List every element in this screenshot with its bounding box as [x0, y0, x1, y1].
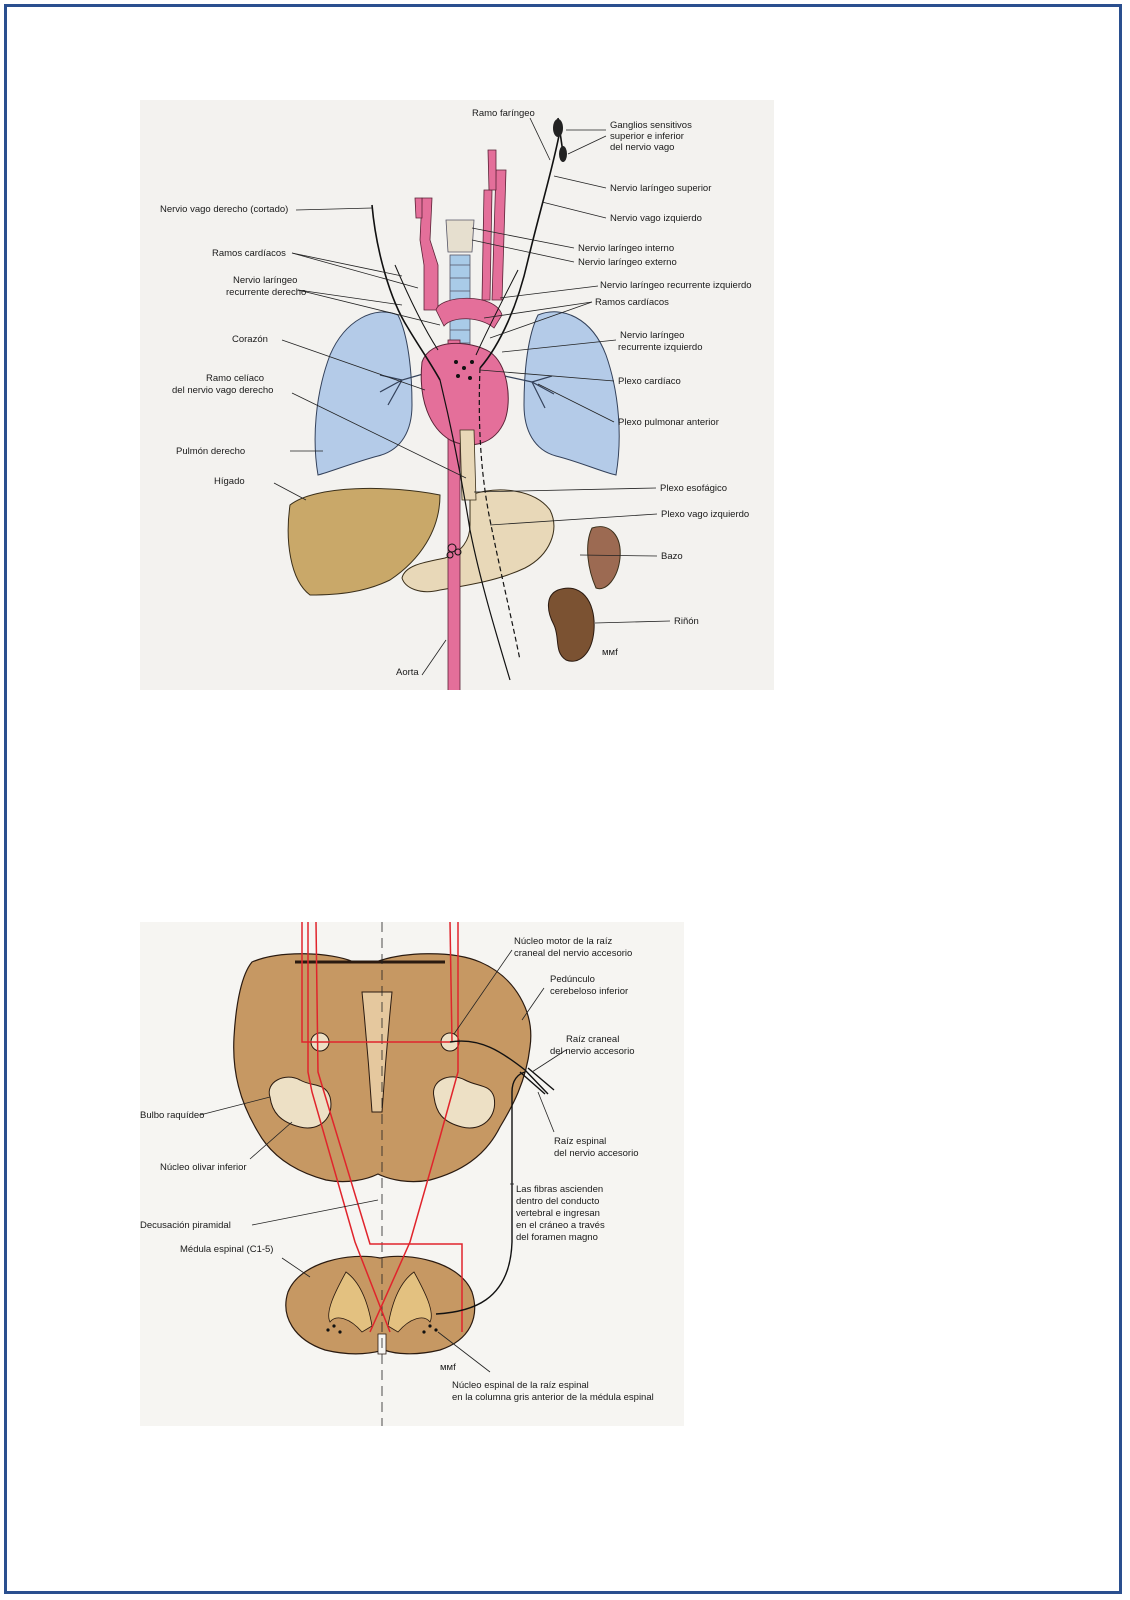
label-ramo-celiaco-1: Ramo celíaco — [206, 373, 264, 384]
label-ramo-faringeo: Ramo faríngeo — [472, 108, 535, 119]
label-aorta: Aorta — [396, 667, 419, 678]
page-frame — [4, 4, 1122, 1594]
label-fibras-4: en el cráneo a través — [516, 1220, 605, 1231]
celiac-plexus — [446, 543, 462, 559]
label-fibras-3: vertebral e ingresan — [516, 1208, 600, 1219]
label-bulbo-raquideo: Bulbo raquídeo — [140, 1110, 204, 1121]
label-ramo-celiaco-2: del nervio vago derecho — [172, 385, 273, 396]
label-nucleo-motor-1: Núcleo motor de la raíz — [514, 936, 612, 947]
label-ramos-cardiacos-izq: Ramos cardíacos — [212, 248, 286, 259]
artist-signature: ᴍᴍf — [602, 647, 618, 658]
label-ganglios-3: del nervio vago — [610, 142, 674, 153]
label-pedunculo-2: cerebeloso inferior — [550, 986, 628, 997]
label-ganglios-2: superior e inferior — [610, 131, 684, 142]
ganglion-superior — [553, 119, 563, 137]
heart — [420, 342, 509, 446]
label-fibras-2: dentro del conducto — [516, 1196, 599, 1207]
median-fissure — [361, 991, 393, 1113]
label-rinon: Riñón — [674, 616, 699, 627]
label-laringeo-superior: Nervio laríngeo superior — [610, 183, 711, 194]
label-plexo-pulmonar: Plexo pulmonar anterior — [618, 417, 719, 428]
label-raiz-craneal-1: Raíz craneal — [566, 1034, 619, 1045]
label-fibras-1: Las fibras ascienden — [516, 1184, 603, 1195]
ganglion-inferior — [559, 146, 567, 162]
esophagus — [459, 429, 477, 501]
cardiac-plexus — [454, 360, 474, 380]
label-corazon: Corazón — [232, 334, 268, 345]
label-ramos-cardiacos-der: Ramos cardíacos — [595, 297, 669, 308]
olivary-nucleus-right — [433, 1076, 496, 1129]
liver — [287, 487, 441, 596]
label-nucleo-espinal-2: en la columna gris anterior de la médula… — [452, 1392, 654, 1403]
label-laringeo-interno: Nervio laríngeo interno — [578, 243, 674, 254]
label-laringeo-rec-der-2: recurrente derecho — [226, 287, 306, 298]
vagus-nerve-figure: Ramo faríngeo Ganglios sensitivos superi… — [140, 100, 774, 690]
left-lung — [523, 311, 620, 476]
figure2-leader-lines — [199, 949, 567, 1373]
vagus-nerves — [371, 117, 565, 681]
label-raiz-espinal-2: del nervio accesorio — [554, 1148, 639, 1159]
label-raiz-craneal-2: del nervio accesorio — [550, 1046, 635, 1057]
label-pulmon-derecho: Pulmón derecho — [176, 446, 245, 457]
label-vago-izquierdo: Nervio vago izquierdo — [610, 213, 702, 224]
label-medula-espinal: Médula espinal (C1-5) — [180, 1244, 273, 1255]
accessory-nerve-roots — [435, 1040, 555, 1315]
spinal-gray-matter — [328, 1271, 432, 1333]
vagus-nerve-diagram: Ramo faríngeo Ganglios sensitivos superi… — [160, 108, 752, 690]
label-nucleo-motor-2: craneal del nervio accesorio — [514, 948, 632, 959]
accessory-nerve-figure: Núcleo motor de la raíz craneal del nerv… — [140, 922, 684, 1426]
spinal-nucleus-dots — [326, 1324, 438, 1334]
accessory-nerve-diagram: Núcleo motor de la raíz craneal del nerv… — [140, 922, 654, 1426]
figure1-leader-lines — [273, 117, 671, 676]
label-plexo-esofagico: Plexo esofágico — [660, 483, 727, 494]
label-plexo-cardiaco: Plexo cardíaco — [618, 376, 681, 387]
label-laringeo-externo: Nervio laríngeo externo — [578, 257, 677, 268]
label-vago-derecho: Nervio vago derecho (cortado) — [160, 204, 288, 215]
kidney — [548, 587, 595, 662]
label-bazo: Bazo — [661, 551, 683, 562]
bronchial-tree-left — [499, 374, 555, 409]
label-laringeo-rec-der-1: Nervio laríngeo — [233, 275, 297, 286]
right-lung — [314, 311, 413, 476]
olivary-nucleus-left — [268, 1076, 332, 1129]
label-laringeo-rec-izq-1: Nervio laríngeo — [620, 330, 684, 341]
spleen — [587, 526, 621, 590]
label-higado: Hígado — [214, 476, 245, 487]
label-pedunculo-1: Pedúnculo — [550, 974, 595, 985]
pyramidal-tracts — [301, 922, 463, 1333]
label-raiz-espinal-1: Raíz espinal — [554, 1136, 606, 1147]
artist-signature-2: ᴍᴍf — [440, 1362, 456, 1373]
label-ganglios-1: Ganglios sensitivos — [610, 120, 692, 131]
label-laringeo-rec-izq-2: recurrente izquierdo — [618, 342, 703, 353]
label-decusacion-piramidal: Decusación piramidal — [140, 1220, 231, 1231]
label-fibras-5: del foramen magno — [516, 1232, 598, 1243]
label-plexo-vago-izq: Plexo vago izquierdo — [661, 509, 749, 520]
label-laringeo-rec-izq-top: Nervio laríngeo recurrente izquierdo — [600, 280, 752, 291]
label-nucleo-espinal-1: Núcleo espinal de la raíz espinal — [452, 1380, 589, 1391]
label-nucleo-olivar: Núcleo olivar inferior — [160, 1162, 247, 1173]
